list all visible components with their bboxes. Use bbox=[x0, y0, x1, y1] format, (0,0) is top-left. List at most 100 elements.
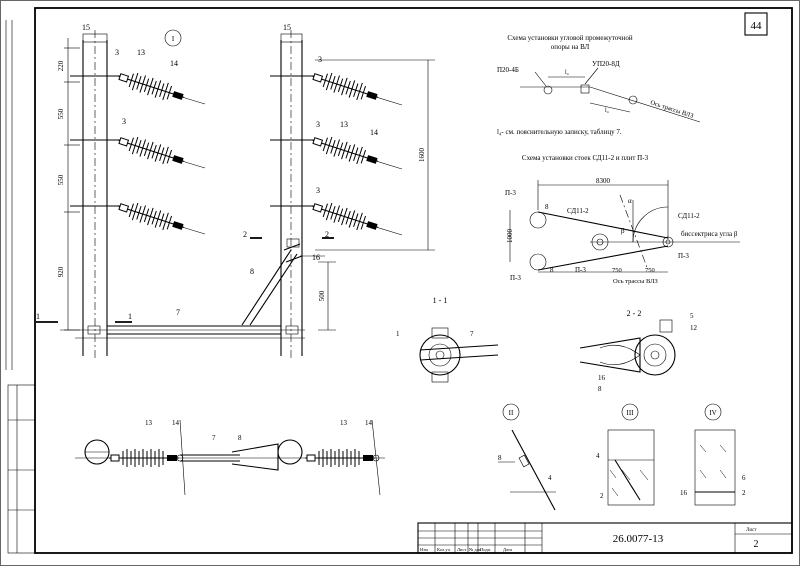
left-stamp-column bbox=[7, 384, 36, 554]
main-view-labels: I 15 15 3 13 14 3 3 3 13 14 3 2 2 16 8 7… bbox=[36, 23, 378, 321]
svg-text:7: 7 bbox=[470, 330, 474, 338]
svg-text:12: 12 bbox=[690, 324, 698, 332]
svg-text:500: 500 bbox=[318, 290, 326, 301]
svg-text:13: 13 bbox=[340, 419, 348, 427]
svg-text:1 - 1: 1 - 1 bbox=[433, 296, 448, 305]
svg-text:6: 6 bbox=[742, 474, 746, 482]
svg-text:14: 14 bbox=[370, 128, 378, 137]
svg-text:2 - 2: 2 - 2 bbox=[627, 309, 642, 318]
svg-text:5: 5 bbox=[690, 312, 694, 320]
svg-text:16: 16 bbox=[312, 253, 320, 262]
svg-text:14: 14 bbox=[170, 59, 178, 68]
left-margin-marks bbox=[5, 20, 13, 370]
svg-text:14: 14 bbox=[365, 419, 373, 427]
svg-text:СД11-2: СД11-2 bbox=[678, 212, 700, 220]
main-view-dimensions: 220 550 550 920 1600 500 bbox=[57, 60, 426, 301]
svg-text:П-3: П-3 bbox=[510, 274, 521, 282]
sheet-number: 44 bbox=[751, 20, 763, 32]
svg-text:13: 13 bbox=[137, 48, 145, 57]
svg-text:1600: 1600 bbox=[418, 148, 426, 163]
sheet-label: Лист bbox=[746, 528, 757, 533]
svg-text:П20-4Б: П20-4Б bbox=[497, 66, 519, 74]
svg-text:1000: 1000 bbox=[506, 229, 514, 244]
node-II: II 8 4 bbox=[498, 403, 556, 511]
svg-text:Изм: Изм bbox=[420, 547, 428, 552]
svg-text:Подп.: Подп. bbox=[480, 547, 491, 552]
svg-text:β: β bbox=[621, 227, 625, 235]
drawing-frame bbox=[34, 7, 793, 554]
svg-text:8: 8 bbox=[545, 203, 549, 211]
svg-text:7: 7 bbox=[176, 308, 180, 317]
svg-text:3: 3 bbox=[316, 186, 320, 195]
sheet-number-box bbox=[744, 12, 768, 36]
svg-text:8: 8 bbox=[598, 385, 602, 393]
svg-text:15: 15 bbox=[82, 23, 90, 32]
svg-text:220: 220 bbox=[57, 60, 65, 71]
section-1-1: 1 - 1 1 7 bbox=[396, 296, 499, 383]
svg-text:l₄: l₄ bbox=[565, 70, 569, 76]
svg-text:8300: 8300 bbox=[596, 177, 611, 185]
svg-text:α: α bbox=[628, 197, 632, 205]
title-block-headers: Изм Кол.уч Лист № док Подп. Дата bbox=[420, 547, 512, 552]
node-IV: IV 6 2 16 bbox=[680, 403, 746, 506]
document-code: 26.0077-13 bbox=[613, 533, 664, 545]
svg-text:7: 7 bbox=[212, 434, 216, 442]
svg-text:l₄: l₄ bbox=[605, 108, 609, 114]
svg-text:1: 1 bbox=[396, 330, 400, 338]
svg-text:750: 750 bbox=[612, 267, 622, 274]
svg-text:2: 2 bbox=[742, 489, 746, 497]
svg-text:П-3: П-3 bbox=[575, 266, 586, 274]
svg-text:3: 3 bbox=[115, 48, 119, 57]
svg-text:биссектриса угла β: биссектриса угла β bbox=[681, 230, 738, 238]
svg-text:8: 8 bbox=[550, 266, 554, 274]
svg-text:15: 15 bbox=[283, 23, 291, 32]
svg-text:УП20-8Д: УП20-8Д bbox=[592, 60, 620, 68]
svg-text:920: 920 bbox=[57, 266, 65, 277]
svg-text:750: 750 bbox=[645, 267, 655, 274]
svg-text:8: 8 bbox=[250, 267, 254, 276]
svg-text:13: 13 bbox=[340, 120, 348, 129]
svg-text:IV: IV bbox=[709, 409, 716, 417]
svg-text:Ось трассы ВЛЗ: Ось трассы ВЛЗ bbox=[649, 99, 694, 119]
svg-text:2: 2 bbox=[600, 492, 604, 500]
svg-text:3: 3 bbox=[316, 120, 320, 129]
svg-text:Схема установки угловой промеж: Схема установки угловой промежуточной bbox=[507, 34, 632, 42]
angle-support-scheme: Схема установки угловой промежуточной оп… bbox=[497, 34, 701, 136]
svg-text:2: 2 bbox=[243, 230, 247, 239]
svg-text:Ось трассы ВЛЗ: Ось трассы ВЛЗ bbox=[613, 278, 658, 285]
title-block bbox=[417, 522, 793, 554]
svg-text:16: 16 bbox=[598, 374, 606, 382]
svg-text:1: 1 bbox=[36, 312, 40, 321]
node-III: III 4 2 bbox=[596, 403, 655, 506]
svg-text:№ док: № док bbox=[469, 547, 482, 552]
stand-installation-scheme: Схема установки стоек СД11-2 и плит П-3 … bbox=[505, 154, 740, 285]
svg-text:III: III bbox=[627, 409, 635, 417]
svg-text:8: 8 bbox=[498, 454, 502, 462]
svg-text:550: 550 bbox=[57, 174, 65, 185]
svg-text:14: 14 bbox=[172, 419, 180, 427]
svg-text:8: 8 bbox=[238, 434, 242, 442]
svg-text:1: 1 bbox=[128, 312, 132, 321]
svg-text:Лист: Лист bbox=[457, 547, 466, 552]
svg-text:3: 3 bbox=[318, 55, 322, 64]
svg-text:l₄- см. пояснительную записку,: l₄- см. пояснительную записку, таблицу 7… bbox=[497, 128, 622, 136]
svg-text:2: 2 bbox=[325, 230, 329, 239]
main-elevation-view bbox=[36, 29, 435, 360]
svg-text:II: II bbox=[509, 409, 514, 417]
svg-text:П-3: П-3 bbox=[505, 189, 516, 197]
svg-text:3: 3 bbox=[122, 117, 126, 126]
svg-text:Схема установки стоек СД11-2 и: Схема установки стоек СД11-2 и плит П-3 bbox=[522, 154, 649, 162]
svg-text:16: 16 bbox=[680, 489, 688, 497]
svg-text:550: 550 bbox=[57, 108, 65, 119]
section-2-2: 2 - 2 5 12 16 8 bbox=[579, 309, 698, 393]
svg-text:4: 4 bbox=[548, 474, 552, 482]
svg-text:13: 13 bbox=[145, 419, 153, 427]
sheet-index: 2 bbox=[754, 539, 759, 550]
node-label-I: I bbox=[172, 35, 175, 43]
svg-text:П-3: П-3 bbox=[678, 252, 689, 260]
svg-text:СД11-2: СД11-2 bbox=[567, 207, 589, 215]
svg-text:опоры на ВЛ: опоры на ВЛ bbox=[551, 43, 590, 51]
plan-view: 13 14 7 8 13 14 bbox=[75, 419, 385, 496]
